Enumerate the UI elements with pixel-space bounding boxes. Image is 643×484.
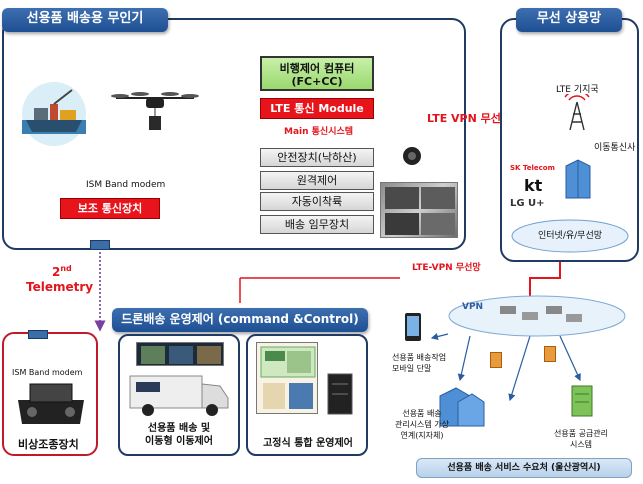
internet-cloud	[508, 214, 632, 254]
drone-modem-connector	[90, 240, 110, 250]
main-comm-label: Main 통신시스템	[284, 127, 354, 137]
carrier-kt: kt	[524, 176, 543, 195]
telemetry-label: Telemetry	[26, 280, 94, 294]
ground-ism-modem-label: ISM Band modem	[12, 368, 83, 377]
telemetry-super: nd	[60, 264, 72, 273]
mobile-phone-icon	[404, 312, 422, 342]
drone-panel-title: 선용품 배송용 무인기	[2, 8, 168, 32]
emergency-modem-connector	[28, 330, 48, 339]
aux-comm-box: 보조 통신장치	[60, 198, 160, 219]
flight-computer-line1: 비행제어 컴퓨터	[279, 62, 355, 75]
mgmt-label-line1: 선용품 배송	[402, 409, 442, 418]
internet-label: 인터넷/유/무선망	[538, 231, 603, 241]
fixed-ops-server-icon	[326, 372, 354, 416]
fixed-ops-monitor	[256, 342, 318, 414]
emergency-controller-image	[14, 380, 88, 426]
lte-module-box: LTE 통신 Module	[260, 98, 374, 119]
safety-device-box: 안전장치(낙하산)	[260, 148, 374, 167]
payload-box: 배송 임무장치	[260, 215, 374, 234]
carrier-lgu: LG U+	[510, 198, 545, 209]
flight-computer-line2: (FC+CC)	[291, 75, 343, 88]
remote-control-box: 원격제어	[260, 171, 374, 190]
mobile-ops-label-line1: 선용품 배송 및	[147, 423, 211, 434]
supply-label: 선용품 공급관리 시스템	[546, 428, 616, 450]
drone-illustration	[110, 88, 200, 136]
supply-server-icon	[570, 384, 594, 418]
mobile-app-label-line2: 모바일 단말	[392, 364, 432, 373]
fixed-ops-label: 고정식 통합 운영제어	[263, 438, 353, 449]
ship-illustration	[14, 76, 94, 146]
mobile-ops-van	[128, 368, 230, 416]
drone-ism-modem-label: ISM Band modem	[86, 180, 166, 190]
vpn-cloud	[446, 292, 628, 338]
telemetry-number: 2nd	[52, 264, 72, 279]
telemetry-num: 2	[52, 265, 61, 279]
mobile-ops-label-line2: 이동형 이동제어	[145, 436, 213, 447]
carrier-skt: SK Telecom	[510, 164, 555, 172]
mgmt-building-icon	[436, 384, 486, 428]
firewall-icon-2	[544, 346, 556, 362]
mgmt-label: 선용품 배송 관리시스템 가상 연계(지자체)	[392, 408, 452, 441]
carrier-label: 이동통신사	[594, 143, 636, 153]
ops-panel-title: 드론배송 운영제어 (command &Control)	[112, 308, 368, 332]
auto-landing-box: 자동이착륙	[260, 192, 374, 211]
mobile-app-label-line1: 선용품 배송작업	[392, 353, 447, 362]
carrier-building-icon	[562, 158, 592, 200]
flight-computer-box: 비행제어 컴퓨터 (FC+CC)	[260, 56, 374, 91]
mobile-app-label: 선용품 배송작업 모바일 단말	[392, 352, 446, 374]
firewall-icon-1	[490, 352, 502, 368]
cell-tower-icon	[562, 90, 592, 131]
mgmt-label-line2: 관리시스템 가상	[394, 420, 450, 429]
lte-base-label: LTE 기지국	[556, 85, 599, 95]
payload-photos	[380, 182, 458, 238]
vpn-label: VPN	[462, 302, 484, 312]
mobile-ops-screens	[136, 342, 224, 366]
camera-icon	[402, 146, 422, 166]
mgmt-label-line3: 연계(지자체)	[400, 431, 444, 440]
supply-label-line1: 선용품 공급관리	[553, 429, 609, 438]
mobile-ops-label: 선용품 배송 및 이동형 이동제어	[130, 422, 228, 448]
lte-vpn-lower-label: LTE-VPN 무선망	[412, 263, 481, 273]
consumer-bar: 선용품 배송 서비스 수요처 (울산광역시)	[416, 458, 632, 478]
supply-label-line2: 시스템	[569, 440, 593, 449]
lte-vpn-label: LTE VPN 무선망	[427, 112, 512, 125]
emergency-label: 비상조종장치	[18, 438, 79, 451]
wireless-panel-title: 무선 상용망	[516, 8, 622, 32]
